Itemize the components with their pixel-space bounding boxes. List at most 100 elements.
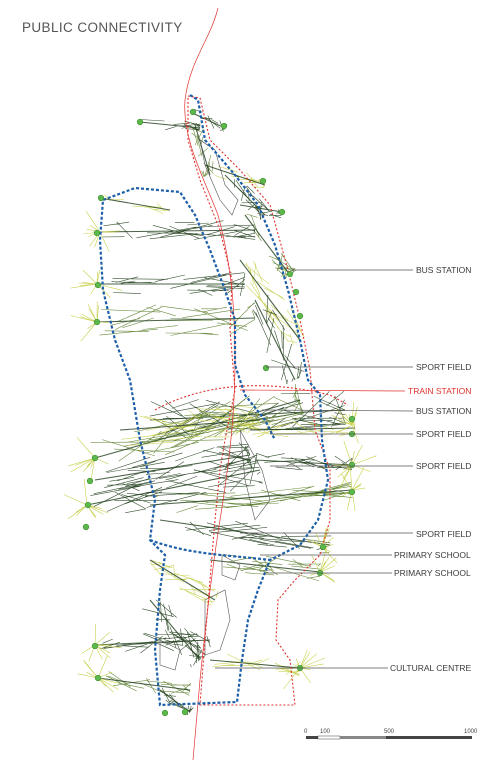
- train-catchment: [187, 95, 331, 706]
- site-outlines: [159, 139, 271, 671]
- label-sport-field-2: SPORT FIELD: [416, 429, 471, 439]
- scale-seg-2: [317, 735, 341, 740]
- site-outline-0: [199, 139, 239, 216]
- network-spine-28: [159, 689, 191, 713]
- label-sport-field-1: SPORT FIELD: [416, 362, 471, 372]
- train-line: [184, 7, 236, 761]
- network-spine-12: [254, 299, 296, 381]
- network-spine-26: [97, 677, 191, 691]
- scale-seg-3: [340, 736, 386, 739]
- node-3: [97, 194, 105, 202]
- network-band-24: [142, 599, 206, 668]
- network-spine-16: [86, 469, 261, 506]
- network-spine-20: [254, 459, 353, 466]
- network-fan-8: [334, 440, 377, 490]
- node-9: [286, 270, 294, 278]
- leader-line-2: [239, 389, 406, 392]
- scale-bar: 0 100 500 1000: [304, 729, 478, 740]
- node-0: [136, 118, 144, 126]
- label-sport-field-4: SPORT FIELD: [416, 529, 471, 539]
- network-fan-1: [70, 269, 123, 298]
- network-spine-2: [194, 124, 211, 176]
- label-cultural-centre: CULTURAL CENTRE: [390, 663, 472, 673]
- network-band-20: [255, 452, 353, 471]
- scale-tick-0: 0: [304, 729, 308, 735]
- label-primary-school-1: PRIMARY SCHOOL: [394, 550, 471, 560]
- site-outline-4: [221, 554, 241, 581]
- network-band-5: [247, 202, 283, 219]
- network-fan-10: [275, 649, 326, 690]
- node-5: [94, 281, 102, 289]
- network-nodes: [82, 108, 356, 717]
- node-12: [262, 364, 270, 372]
- network-fan-9: [340, 465, 366, 512]
- page-title: PUBLIC CONNECTIVITY: [22, 20, 183, 35]
- network-fan-3: [68, 437, 109, 483]
- network-spine-25: [94, 639, 211, 646]
- network-band-21: [184, 520, 332, 554]
- network-fan-11: [310, 545, 337, 583]
- network-band-6: [246, 213, 296, 280]
- network-spine-18: [149, 489, 353, 506]
- node-17: [91, 454, 99, 462]
- transit-routes: [98, 7, 349, 761]
- node-26: [161, 709, 169, 717]
- network-spine-6: [244, 214, 291, 276]
- scale-tick-100: 100: [320, 729, 331, 735]
- label-leaders: [215, 269, 414, 669]
- network-fan-6: [77, 655, 119, 693]
- network-band-10: [99, 302, 256, 336]
- label-primary-school-2: PRIMARY SCHOOL: [394, 568, 471, 578]
- label-sport-field-3: SPORT FIELD: [416, 461, 471, 471]
- node-16: [348, 488, 356, 496]
- label-bus-station-1: BUS STATION: [416, 265, 471, 275]
- train-catchment-arc: [154, 385, 349, 411]
- scale-tick-1000: 1000: [464, 729, 478, 735]
- node-18: [86, 477, 94, 485]
- network-spine-17: [94, 454, 251, 481]
- node-15: [348, 461, 356, 469]
- network-band-12: [252, 294, 305, 385]
- network-band-26: [105, 671, 192, 696]
- label-bus-station-2: BUS STATION: [416, 406, 471, 416]
- node-13: [348, 415, 356, 423]
- network-spine-8: [96, 229, 256, 233]
- network-spine-27: [209, 659, 301, 669]
- scale-tick-500: 500: [384, 729, 395, 735]
- site-outline-3: [159, 639, 181, 671]
- node-1: [189, 108, 197, 116]
- network-spine-1: [189, 111, 226, 129]
- node-6: [93, 318, 101, 326]
- network-band-8: [102, 220, 256, 240]
- bus-route-link: [149, 538, 271, 562]
- node-4: [93, 229, 101, 237]
- label-train-station: TRAIN STATION: [408, 386, 471, 396]
- node-27: [181, 708, 189, 716]
- scale-seg-4: [386, 736, 472, 739]
- pedestrian-network: [63, 109, 377, 716]
- node-20: [82, 523, 90, 531]
- network-spine-5: [239, 204, 283, 213]
- network-band-16: [90, 454, 263, 514]
- network-fan-2: [70, 301, 109, 342]
- network-band-11: [245, 260, 305, 345]
- network-spine-22: [209, 559, 321, 573]
- network-spine-7: [99, 197, 171, 211]
- node-11: [296, 312, 304, 320]
- network-spine-23: [149, 559, 216, 601]
- network-spine-21: [159, 519, 331, 546]
- network-spine-10: [96, 317, 256, 323]
- node-10: [292, 288, 300, 296]
- network-band-18: [176, 481, 353, 513]
- network-fan-4: [63, 478, 109, 520]
- leader-line-3: [261, 409, 414, 412]
- node-2: [220, 122, 228, 130]
- node-23: [91, 642, 99, 650]
- bus-route: [98, 94, 330, 707]
- network-spine-11: [239, 259, 301, 341]
- node-19: [84, 501, 92, 509]
- node-21: [319, 543, 327, 551]
- network-spine-0: [139, 121, 201, 129]
- network-spine-15: [119, 419, 261, 431]
